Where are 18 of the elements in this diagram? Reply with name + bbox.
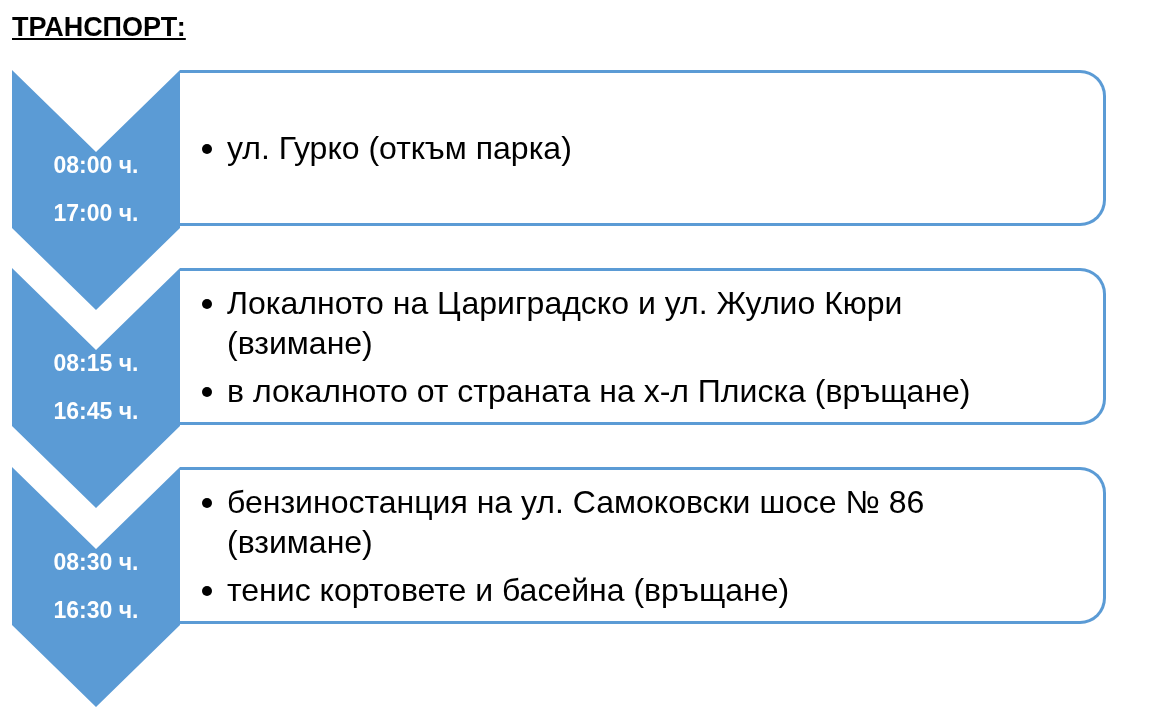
time-text: 16:45 ч. — [53, 397, 139, 425]
time-block — [12, 70, 180, 310]
time-text: 08:15 ч. — [53, 349, 139, 377]
location-panel — [180, 70, 1106, 226]
time-text: 08:30 ч. — [53, 548, 139, 576]
location-text: в локалното от страната на х-л Плиска (връщане) — [227, 371, 971, 411]
time-block — [12, 268, 180, 508]
location-text: ул. Гурко (откъм парка) — [227, 129, 572, 168]
time-text: 17:00 ч. — [53, 199, 139, 227]
heading-text: ТРАНСПОРТ: — [12, 12, 186, 43]
location-panel — [180, 467, 1106, 624]
time-block — [12, 467, 180, 707]
time-text: 16:30 ч. — [53, 596, 139, 624]
location-text: Локалното на Цариградско и ул. Жулио Кюри (взимане) — [227, 283, 904, 363]
location-panel — [180, 268, 1106, 425]
location-text: тенис кортовете и басейна (връщане) — [227, 570, 790, 610]
location-text: бензиностанция на ул. Самоковски шосе № 86 (взимане) — [227, 482, 926, 562]
time-text: 08:00 ч. — [53, 151, 139, 179]
